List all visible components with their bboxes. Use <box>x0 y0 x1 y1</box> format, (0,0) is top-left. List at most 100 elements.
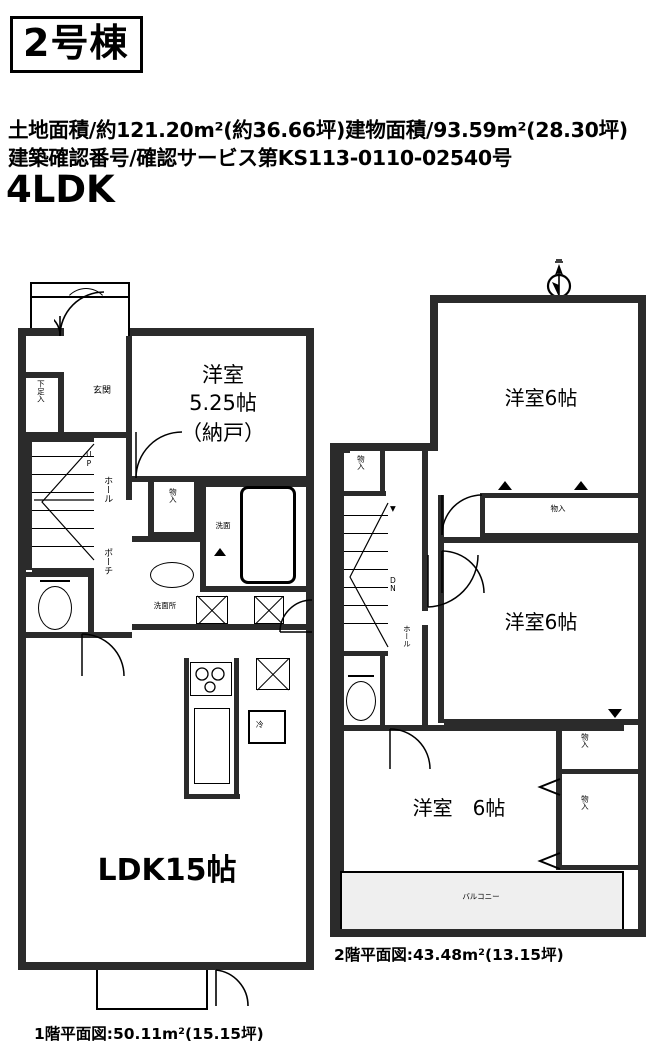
f2-south-room-top-wall <box>338 725 624 731</box>
building-confirmation-number-text: 建築確認番号/確認サービス第KS113-0110-02540号 <box>8 146 513 170</box>
f1-wall-bottom <box>18 962 314 970</box>
f2-wall-top <box>430 295 646 303</box>
f2-bedroom-south-label: 洋室 6帖 <box>412 796 506 820</box>
f1-toilet-bottom-wall <box>26 632 132 638</box>
f1-wash-door-arc <box>279 599 313 633</box>
f2-wall-left-top <box>430 295 438 443</box>
f2-closet-marker-b <box>537 852 561 870</box>
f2-hall-door-arc <box>427 554 479 608</box>
f1-entrance-doors-icon <box>54 291 105 337</box>
f2-balcony-label: バルコニー <box>462 892 500 901</box>
f1-stairs-up-label: UP <box>84 450 94 468</box>
f2-closet1-left-wall <box>480 493 485 537</box>
f1-porch-right <box>128 282 130 336</box>
f1-corridor-wall-upper <box>126 336 132 436</box>
f1-bath-top-wall <box>206 482 306 487</box>
f1-wall-top-right <box>128 328 314 336</box>
f1-senmen-label: 洗面 <box>215 521 231 530</box>
f1-stair-top <box>32 438 94 442</box>
f1-staircase-icon <box>32 442 95 568</box>
f2-north-room-div-wall <box>444 537 638 543</box>
f2-closet-marker-a <box>537 778 561 796</box>
f2-wall-step <box>330 443 438 451</box>
f1-nando-label-line2: 5.25帖 <box>189 391 257 415</box>
f2-closet3-left-wall <box>556 774 562 870</box>
f2-stairs-down-label: ▼ <box>390 504 396 513</box>
floor1-plan: 下足入 玄関 UP ホール ポーチ <box>18 280 318 1043</box>
f2-closet1-bottom-wall <box>480 533 638 538</box>
f2-toilet-right-wall <box>380 655 385 725</box>
f1-getabako-wall <box>58 372 64 438</box>
f2-monoire4-bottom-wall <box>344 491 386 496</box>
f1-window-x-1 <box>196 596 228 624</box>
f2-wall-bottom <box>330 929 646 937</box>
f1-wall-left <box>18 328 26 970</box>
f1-wash-bottom-wall <box>132 624 308 630</box>
f2-stairs-bottom-wall <box>344 651 388 656</box>
f1-window-x-2 <box>254 596 284 624</box>
f1-nando-label-line1: 洋室 <box>202 363 244 387</box>
f2-bedroom-middle-label: 洋室6帖 <box>504 610 578 634</box>
f1-senmenjo-label: 洗面所 <box>153 601 177 610</box>
f2-closet2-left-wall <box>556 725 562 773</box>
f1-monoire-left-wall <box>148 482 154 536</box>
f1-porch-top <box>30 282 130 284</box>
f1-nando-label-line3: （納戸） <box>181 421 265 445</box>
f2-wall-right <box>638 295 646 937</box>
f2-balcony-top <box>340 871 624 873</box>
f1-refrigerator-icon: 冷 <box>248 710 286 744</box>
f2-hall-top <box>344 451 350 453</box>
f2-mid-room-marker <box>608 709 622 718</box>
f1-terrace-bottom <box>96 1008 208 1010</box>
f2-corridor-wall-upper <box>422 451 428 611</box>
f2-closet3-bottom-wall <box>556 865 638 870</box>
f2-balcony-area <box>340 871 624 929</box>
f1-corridor-wall-mid <box>126 438 132 500</box>
f1-bathtub-icon <box>240 486 296 584</box>
f2-hall-label: ホール <box>402 625 412 648</box>
f1-monoire-bottom-wall <box>148 532 200 537</box>
f1-nando-bottom-wall <box>132 476 308 482</box>
f1-monoire-label: 物入 <box>168 488 178 503</box>
f1-window-x-3 <box>256 658 290 690</box>
building-number-badge: 2号棟 <box>10 16 144 73</box>
f1-toilet-top-wall <box>26 572 94 577</box>
f2-monoire-2-label: 物入 <box>580 733 590 748</box>
f2-bedroom-north-label: 洋室6帖 <box>504 386 578 410</box>
f2-closet2-bottom-wall <box>556 769 638 774</box>
f2-closet1-top-wall <box>480 493 638 498</box>
f1-kitchen-bottom-wall <box>184 794 240 799</box>
header: 2号棟 土地面積/約121.20m²(約36.66坪)建物面積/93.59m²(… <box>0 0 669 225</box>
f2-south-room-left-wall <box>338 725 344 929</box>
floor-plans-container: 下足入 玄関 UP ホール ポーチ <box>0 225 669 1043</box>
f1-terrace-left <box>96 970 98 1010</box>
f2-north-room-door-arc <box>441 494 483 536</box>
f1-genkan-label: 玄関 <box>92 386 111 396</box>
f1-kitchen-left-wall <box>184 658 189 798</box>
f1-washbasin-icon <box>150 562 194 588</box>
f2-balcony-left <box>340 871 342 929</box>
f2-closet1-marker-b <box>574 481 588 490</box>
f1-toilet-tank <box>40 580 70 582</box>
f2-toilet-icon <box>346 681 376 721</box>
f1-monoire-right-wall <box>194 482 200 536</box>
f1-nando-door-arc <box>135 431 183 479</box>
f1-bath-bottom-wall <box>206 586 306 592</box>
f1-entrance-door-arc-1 <box>62 288 110 336</box>
f1-porch-label: ポーチ <box>102 548 113 575</box>
layout-type-label: 4LDK <box>6 168 115 211</box>
f1-wall-right <box>306 328 314 970</box>
f1-stair-bottom <box>32 568 94 572</box>
f2-mid-room-left-wall <box>438 543 444 723</box>
f1-toilet-right-wall <box>88 572 94 634</box>
f1-getabako-bottom <box>26 432 64 438</box>
f2-monoire-4-label: 物入 <box>356 455 366 470</box>
f2-toilet-tank <box>348 675 374 677</box>
f2-balcony-right <box>622 871 624 929</box>
f2-mid-room-door-arc <box>441 550 485 594</box>
f1-bath-door-marker <box>214 548 226 556</box>
f1-wash-top-wall <box>132 536 200 542</box>
f1-toilet-door-arc <box>81 633 125 677</box>
f1-ldk-label: LDK15帖 <box>97 853 237 888</box>
